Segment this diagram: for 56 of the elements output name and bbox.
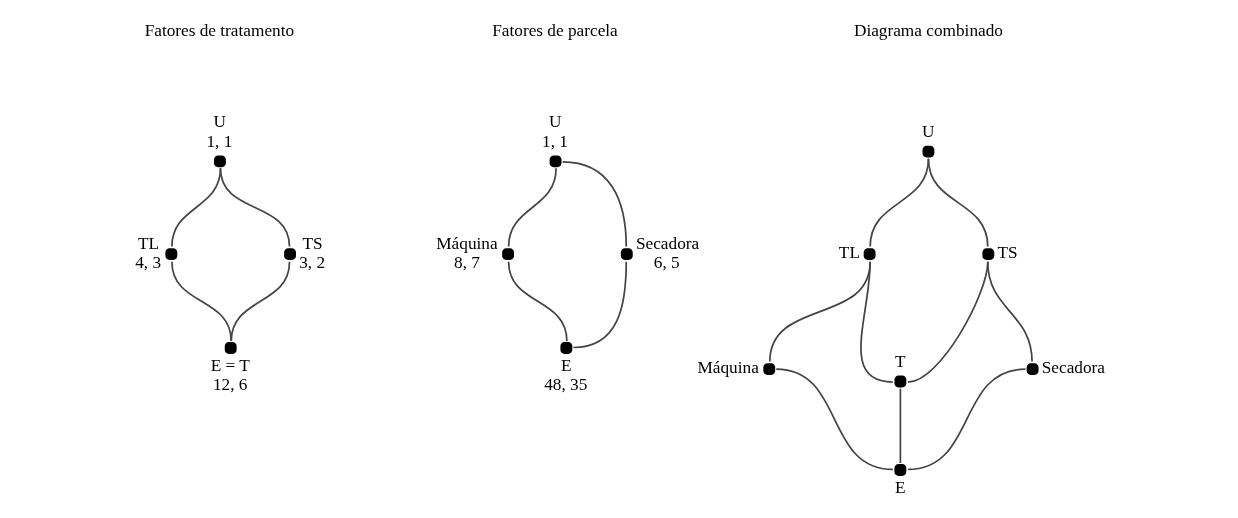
node-label: U <box>548 112 562 132</box>
node-circle <box>922 145 934 158</box>
node-label: 3, 2 <box>298 252 325 272</box>
node-label: U <box>212 112 226 132</box>
connector <box>986 260 1033 363</box>
node-label: U <box>921 121 934 141</box>
node-label: T <box>894 351 906 371</box>
label: Diagrama combinado <box>853 20 1003 40</box>
node-label: Secadora <box>635 233 699 253</box>
connector <box>774 368 894 471</box>
node-label: Secadora <box>1041 358 1105 378</box>
connector <box>906 368 1026 471</box>
connector <box>868 157 929 248</box>
connector <box>572 260 627 349</box>
connector <box>507 167 557 248</box>
node-label: TS <box>301 233 323 253</box>
node-circle <box>164 248 177 261</box>
node-label: E = T <box>210 356 250 376</box>
node-circle <box>981 248 994 261</box>
connector <box>859 260 894 383</box>
node-circle <box>213 155 226 168</box>
node-label: Máquina <box>696 358 759 378</box>
label: Fatores de parcela <box>491 20 618 40</box>
node-circle <box>762 363 775 375</box>
connector <box>507 260 568 342</box>
connector <box>170 260 232 342</box>
node-label: 4, 3 <box>134 252 161 272</box>
node-label: 1, 1 <box>541 131 568 151</box>
label: Fatores de tratamento <box>144 20 294 40</box>
node-circle <box>893 375 906 388</box>
node-circle <box>559 342 572 354</box>
connector <box>927 157 989 248</box>
node-label: TS <box>997 243 1018 263</box>
node-circle <box>1026 363 1038 375</box>
node-label: TL <box>838 243 860 263</box>
node-label: Máquina <box>435 233 498 253</box>
node-circle <box>893 464 906 476</box>
node-label: 8, 7 <box>453 252 480 272</box>
node-label: E <box>894 477 906 497</box>
node-label: TL <box>137 233 159 253</box>
node-circle <box>620 248 633 261</box>
node-circle <box>549 155 561 168</box>
node-label: 6, 5 <box>653 252 680 272</box>
connector <box>899 387 901 464</box>
node-circle <box>863 248 876 261</box>
node-label: E <box>560 356 571 376</box>
connector <box>229 260 290 342</box>
node-label: 48, 35 <box>543 375 587 395</box>
connector <box>219 167 290 248</box>
connector <box>170 167 221 248</box>
node-circle <box>224 342 237 354</box>
connector <box>561 161 627 248</box>
node-circle <box>283 248 296 261</box>
node-circle <box>501 248 514 261</box>
node-label: 12, 6 <box>212 375 247 395</box>
node-label: 1, 1 <box>205 131 232 151</box>
